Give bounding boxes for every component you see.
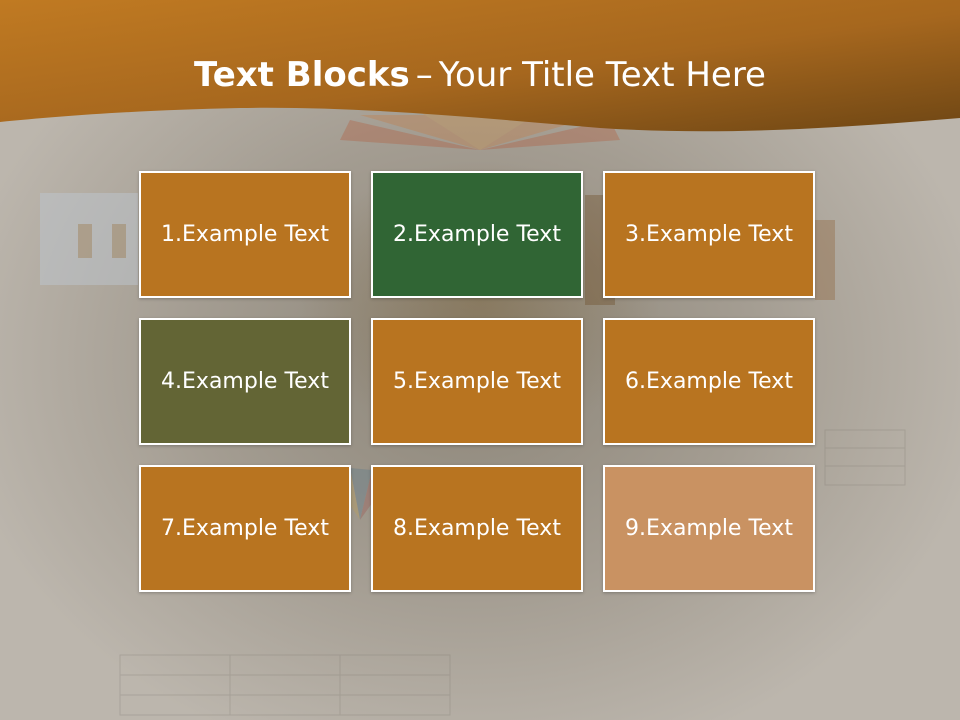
text-block-label: 9.Example Text [625,516,793,541]
text-block-8[interactable]: 8.Example Text [371,465,583,592]
text-block-6[interactable]: 6.Example Text [603,318,815,445]
text-block-2[interactable]: 2.Example Text [371,171,583,298]
text-block-label: 7.Example Text [161,516,329,541]
text-block-3[interactable]: 3.Example Text [603,171,815,298]
title-rest: Your Title Text Here [438,55,766,95]
title-bold: Text Blocks [194,55,410,95]
text-block-label: 4.Example Text [161,369,329,394]
text-block-4[interactable]: 4.Example Text [139,318,351,445]
text-block-label: 1.Example Text [161,222,329,247]
text-block-label: 6.Example Text [625,369,793,394]
page-title: Text Blocks–Your Title Text Here [0,52,960,98]
title-band [0,0,960,132]
text-block-label: 2.Example Text [393,222,561,247]
text-block-label: 3.Example Text [625,222,793,247]
text-block-7[interactable]: 7.Example Text [139,465,351,592]
text-block-5[interactable]: 5.Example Text [371,318,583,445]
title-dash: – [415,55,433,95]
text-block-label: 8.Example Text [393,516,561,541]
text-block-9[interactable]: 9.Example Text [603,465,815,592]
text-block-grid: 1.Example Text 2.Example Text 3.Example … [139,171,815,593]
text-block-1[interactable]: 1.Example Text [139,171,351,298]
text-block-label: 5.Example Text [393,369,561,394]
